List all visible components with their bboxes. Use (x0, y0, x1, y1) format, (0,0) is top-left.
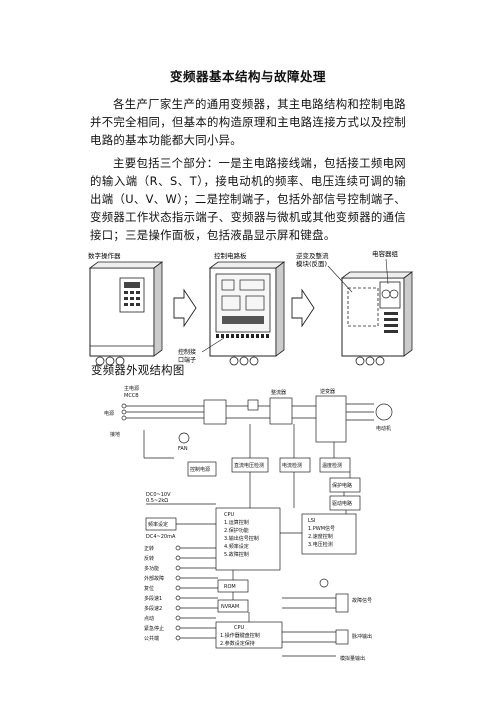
cpu-line-3: 3.输出信号控制 (224, 535, 259, 542)
input-label-5: 复位 (144, 585, 154, 592)
cpu-line-1: 1.运算控制 (224, 519, 249, 526)
cpu-line-2: 2.保护功能 (224, 527, 249, 534)
cpu-line-4: 4.频率设定 (224, 543, 249, 550)
label-protect-circuit: 保护电路 (332, 482, 352, 489)
inverter-module-unit (340, 271, 414, 366)
input-label-3: 多功能 (144, 565, 159, 572)
label-current-detect: 电流检测 (282, 462, 302, 469)
input-label-4: 外部故障 (144, 575, 164, 582)
label-main-power: 主电源 (124, 385, 139, 392)
label-terminal-1: 控制接 (178, 348, 196, 356)
lsi-line-3: 3.电压检测 (308, 541, 333, 548)
inverter-exterior-figure: 数字操作器 控制电路板 控制接 口端子 (88, 249, 414, 366)
control-board-unit (208, 261, 286, 366)
label-rom: ROM (224, 584, 236, 590)
arrow-right-icon (173, 288, 197, 328)
label-cpu: CPU (224, 512, 235, 518)
label-dc-detect: 直流电压检测 (234, 462, 264, 469)
label-fan: FAN (178, 446, 188, 452)
input-label-1: 正转 (144, 545, 154, 552)
label-pulse-out: 脉冲输出 (352, 633, 372, 640)
label-freq-setting: 频率设定 (148, 521, 168, 528)
inverter-unit-front (88, 261, 164, 366)
document-title: 变频器基本结构与故障处理 (169, 69, 326, 84)
label-power: 电源 (104, 410, 114, 417)
lsi-line-1: 1.PWM信号 (308, 525, 335, 532)
paragraph-components: 主要包括三个部分：一是主电路接线端，包括接工频电网的输入端（R、S、T），接电动… (90, 156, 406, 242)
label-lsi: LSI (308, 518, 315, 524)
label-cpu2: CPU (234, 625, 245, 631)
label-inverter-module-1: 逆变及整流 (296, 251, 329, 260)
label-terminal-2: 口端子 (178, 356, 196, 364)
input-label-9: 紧急停止 (144, 625, 164, 632)
label-nvram: NVRAM (221, 604, 239, 610)
label-temp-detect: 温度检测 (322, 462, 342, 469)
label-inverter: 逆变器 (320, 388, 335, 395)
lsi-line-2: 2.速度控制 (308, 533, 333, 540)
input-label-10: 公共端 (144, 635, 159, 642)
cpu2-line-1: 1.操作器键盘控制 (220, 632, 260, 639)
input-label-6: 多段速1 (144, 595, 162, 602)
inverter-block-diagram: 主电源 MCCB 电源 接地 整流器 逆变器 电动机 FAN 控制电源 直流电压… (104, 385, 393, 662)
label-mccb: MCCB (124, 393, 139, 399)
label-control-board: 控制电路板 (214, 251, 247, 260)
cpu-line-5: 5.故障控制 (224, 551, 249, 558)
label-dc-range-2: 0.5~2kΩ (146, 498, 168, 504)
label-analog-out: 模拟量输出 (340, 655, 365, 662)
label-drive-circuit: 驱动电路 (332, 500, 352, 507)
label-motor: 电动机 (376, 425, 391, 432)
figure-caption: 变频器外观结构图 (91, 363, 185, 377)
label-ground: 接地 (110, 431, 120, 438)
label-rectifier: 整流器 (271, 389, 286, 396)
input-label-7: 多段速2 (144, 605, 162, 612)
paragraph-intro: 各生产厂家生产的通用变频器，其主电路结构和控制电路并不完全相同，但基本的构造原理… (90, 97, 406, 147)
label-capacitor: 电容器组 (372, 249, 399, 258)
input-label-8: 点动 (144, 615, 154, 622)
label-digital-operator: 数字操作器 (88, 251, 121, 260)
arrow-right-icon (291, 288, 315, 328)
input-label-2: 反转 (144, 555, 154, 562)
label-dc-range-1: DC0~10V (146, 492, 171, 498)
label-dc-range-3: DC4~20mA (146, 534, 176, 540)
label-inverter-module-2: 模块(反面) (296, 259, 327, 268)
label-fault-out: 故障信号 (352, 597, 372, 604)
cpu2-line-2: 2.参数设定保持 (220, 640, 255, 647)
label-control-power: 控制电源 (190, 466, 210, 473)
